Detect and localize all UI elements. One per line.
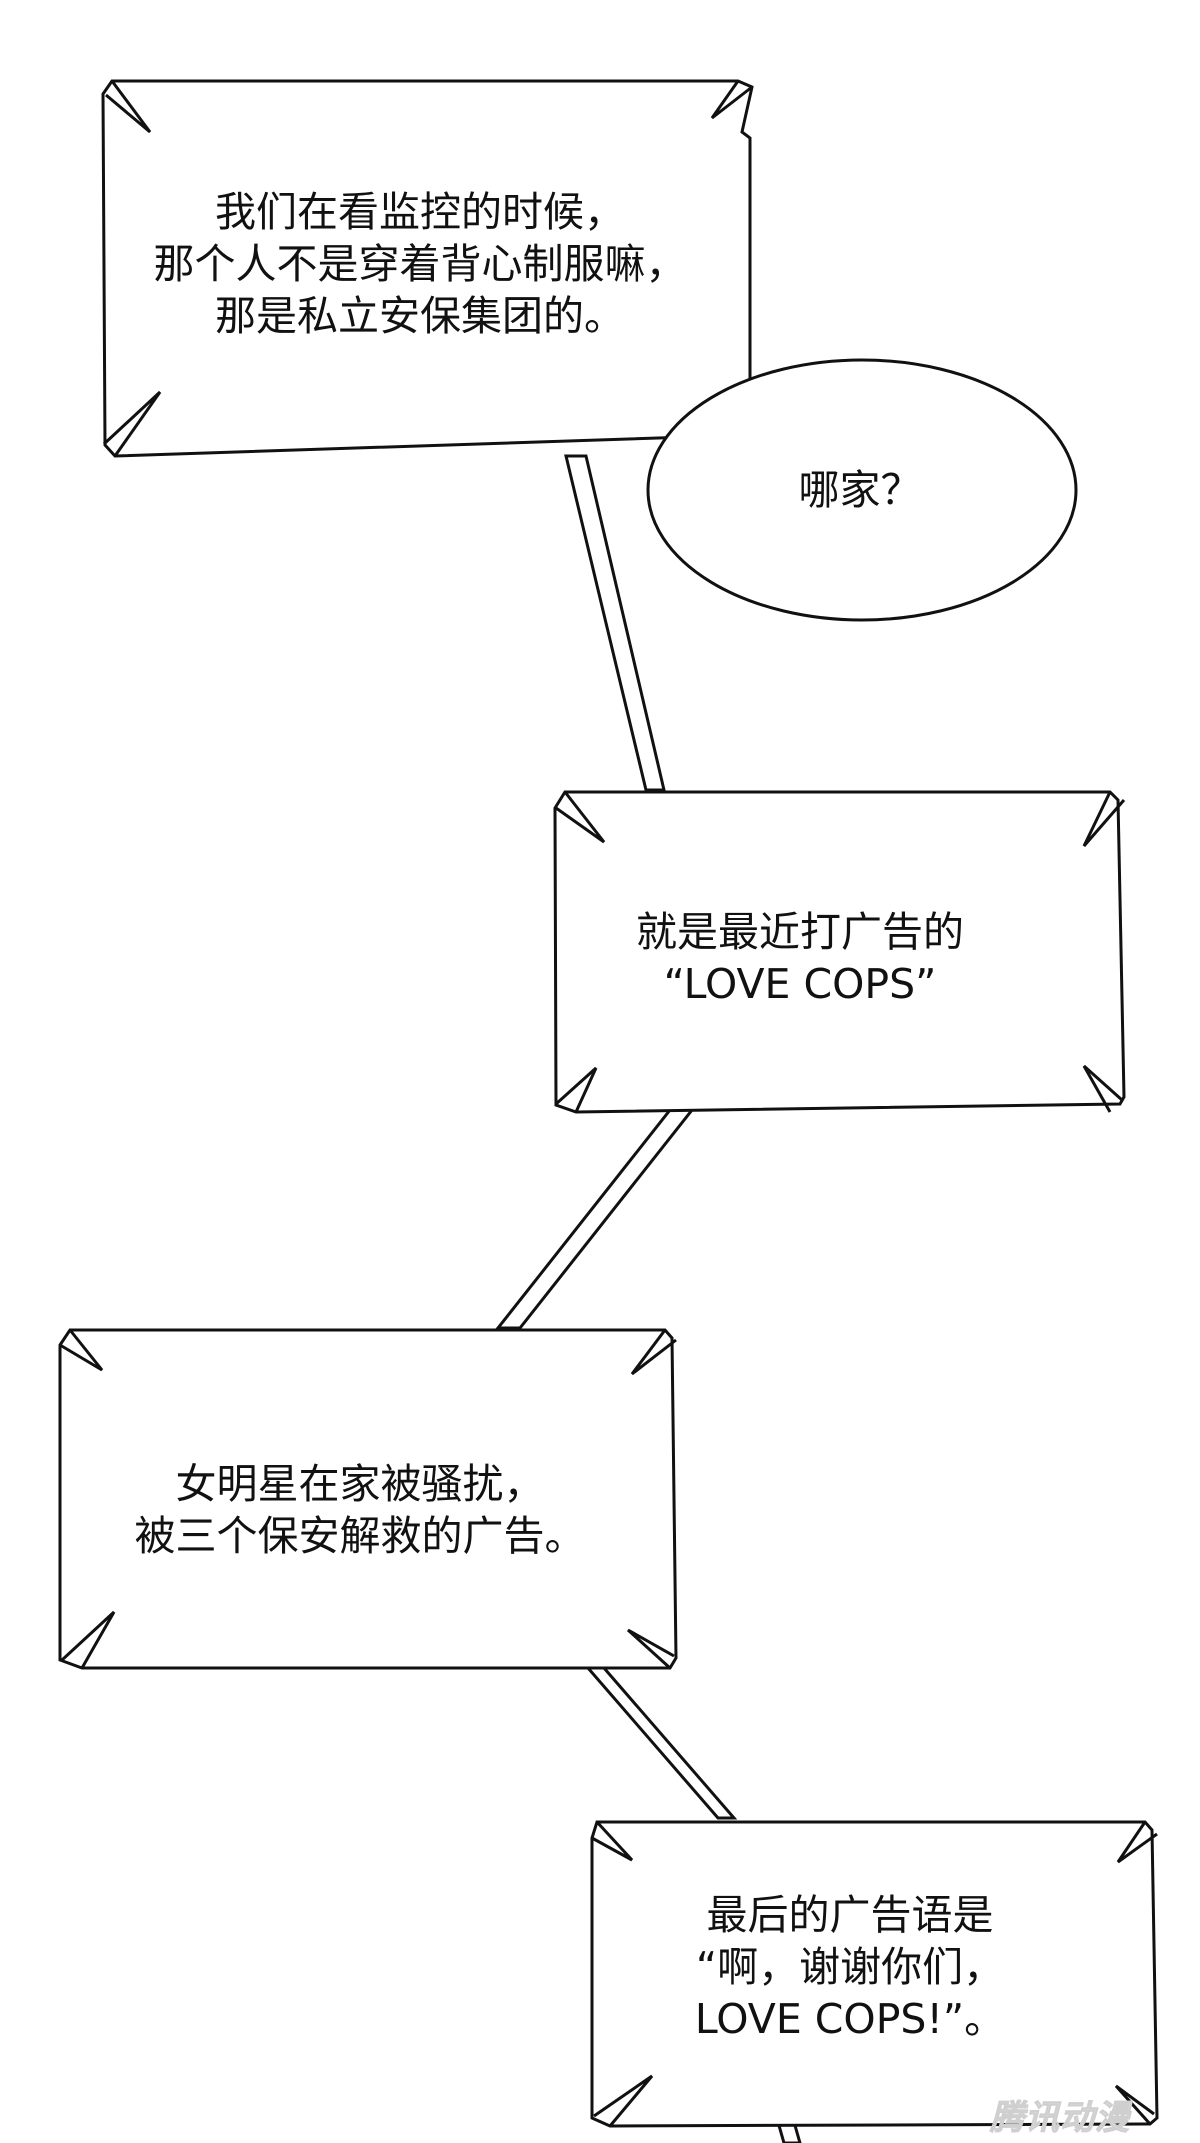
bubble-3-spike-top-left	[555, 791, 606, 844]
bubble-3-spike-bottom-left	[554, 1066, 598, 1113]
bubble-5-spike-bottom-left	[593, 2074, 654, 2127]
bubble-3-line-1: 就是最近打广告的	[636, 908, 964, 956]
bubble-4-line-1: 女明星在家被骚扰，	[175, 1460, 545, 1508]
bubble-3-spike-top-right	[1082, 791, 1126, 847]
bubble-5-spike-top-right	[1116, 1821, 1158, 1864]
connector-tail-1-3	[564, 454, 666, 792]
speech-bubble-2-outline	[646, 358, 1078, 622]
speech-bubble-5-text: 最后的广告语是 “啊，谢谢你们， LOVE COPS!”。	[640, 1889, 1060, 2045]
bubble-1-line-2: 那个人不是穿着背心制服嘛，	[153, 240, 687, 288]
bubble-4-spike-top-right	[630, 1329, 677, 1376]
speech-bubble-3-outline	[553, 790, 1126, 1114]
bubble-4-line-2: 被三个保安解救的广告。	[134, 1512, 586, 1560]
bubble-5-spike-bottom-right	[1114, 2084, 1155, 2126]
bubble-1-spike-bottom-left	[102, 390, 162, 457]
bubble-4-spike-top-left	[59, 1329, 104, 1372]
bubble-2-line-1: 哪家？	[798, 466, 922, 514]
bubble-1-line-3: 那是私立安保集团的。	[215, 292, 625, 340]
bubble-1-spike-top-right	[710, 80, 753, 120]
speech-bubble-4-text: 女明星在家被骚扰， 被三个保安解救的广告。	[80, 1458, 640, 1562]
bubble-3-line-2: “LOVE COPS”	[663, 960, 937, 1008]
bubble-5-line-3: LOVE COPS!”。	[694, 1995, 1006, 2043]
connector-tail-3-4	[494, 1108, 696, 1330]
bubble-1-spike-top-left	[105, 80, 152, 134]
bubble-5-line-1: 最后的广告语是	[706, 1891, 994, 1939]
connector-tail-4-5	[584, 1666, 738, 1820]
bubble-4-spike-bottom-left	[60, 1610, 116, 1669]
bubble-5-line-2: “啊，谢谢你们，	[695, 1943, 1005, 1991]
bubble-4-spike-bottom-right	[626, 1628, 675, 1670]
speech-bubble-1-text: 我们在看监控的时候， 那个人不是穿着背心制服嘛， 那是私立安保集团的。	[100, 186, 740, 342]
bubble-1-line-1: 我们在看监控的时候，	[215, 188, 625, 236]
speech-bubble-2-text: 哪家？	[740, 464, 980, 516]
watermark-logo: 腾讯动漫	[990, 2098, 1130, 2139]
bubble-3-spike-bottom-right	[1082, 1064, 1124, 1113]
speech-bubble-1-outline	[101, 79, 754, 458]
bubble-5-spike-top-left	[591, 1820, 634, 1862]
speech-bubble-3-text: 就是最近打广告的 “LOVE COPS”	[580, 906, 1020, 1010]
